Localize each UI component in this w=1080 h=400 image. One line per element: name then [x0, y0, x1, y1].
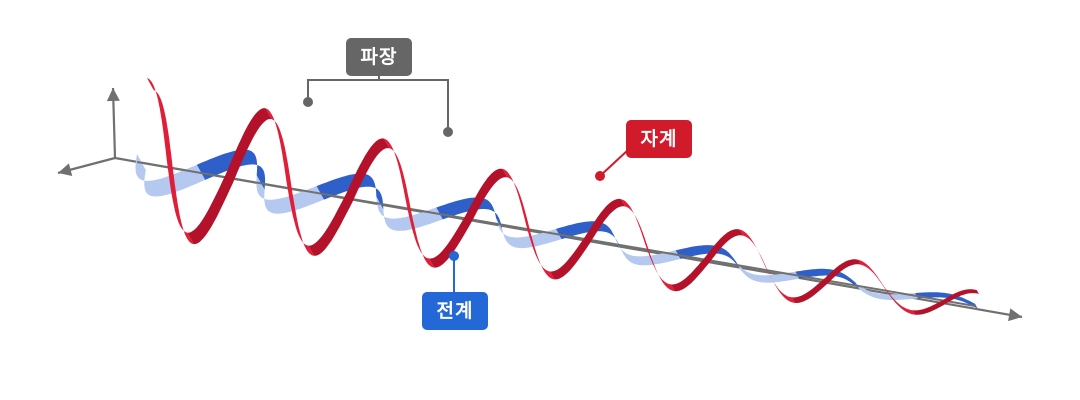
electric-wave-segment	[196, 149, 266, 190]
electric-wave-segment	[615, 239, 681, 266]
wavelength-bracket	[307, 79, 449, 132]
magnetic-wave-segment	[671, 229, 744, 292]
magnetic-wave-segment	[791, 259, 861, 303]
electric-wave-segment	[735, 261, 800, 283]
z-axis-arrow-head	[58, 163, 73, 176]
electric-wave-segment	[376, 196, 443, 231]
wave-ribbons	[135, 78, 979, 315]
magnetic-leader-line	[599, 149, 629, 177]
electric-wave-segment	[135, 154, 206, 197]
magnetic-wave-segment	[187, 108, 272, 245]
propagation-axis	[136, 161, 976, 307]
wavelength-marker-right	[443, 127, 453, 137]
electric-field-label: 전계	[422, 292, 488, 330]
magnetic-wave-segment	[308, 138, 390, 256]
magnetic-wave-segment	[265, 108, 314, 256]
electric-wave-segment	[316, 173, 384, 210]
coordinate-axes	[57, 87, 1023, 322]
electric-wave-segment	[256, 175, 324, 214]
wavelength-label: 파장	[346, 38, 412, 76]
electric-wave-segment	[675, 245, 740, 269]
electric-wave-segment	[795, 268, 859, 289]
electric-wave-segment	[855, 282, 919, 300]
y-axis-arrow-head	[106, 88, 120, 102]
magnetic-field-label: 자계	[626, 120, 692, 158]
annotation-leaders	[303, 62, 629, 294]
electric-wave-segment	[496, 218, 562, 249]
magnetic-wave-segment	[912, 289, 979, 315]
x-axis-arrow-head	[1008, 308, 1022, 322]
wavelength-marker-left	[303, 97, 313, 107]
electric-wave-segment	[915, 292, 978, 309]
electric-wave-segment	[556, 221, 621, 249]
magnetic-wave-segment	[550, 198, 626, 280]
magnetic-wave-segment	[429, 168, 508, 268]
magnetic-wave-segment	[502, 168, 555, 280]
magnetic-wave-segment	[147, 78, 194, 245]
magnetic-leader-dot	[595, 171, 605, 181]
magnetic-wave-segment	[621, 199, 675, 292]
magnetic-wave-segment	[384, 138, 435, 268]
electric-wave-segment	[436, 197, 503, 230]
electric-leader-dot	[449, 251, 459, 261]
magnetic-wave-segment	[858, 259, 916, 315]
